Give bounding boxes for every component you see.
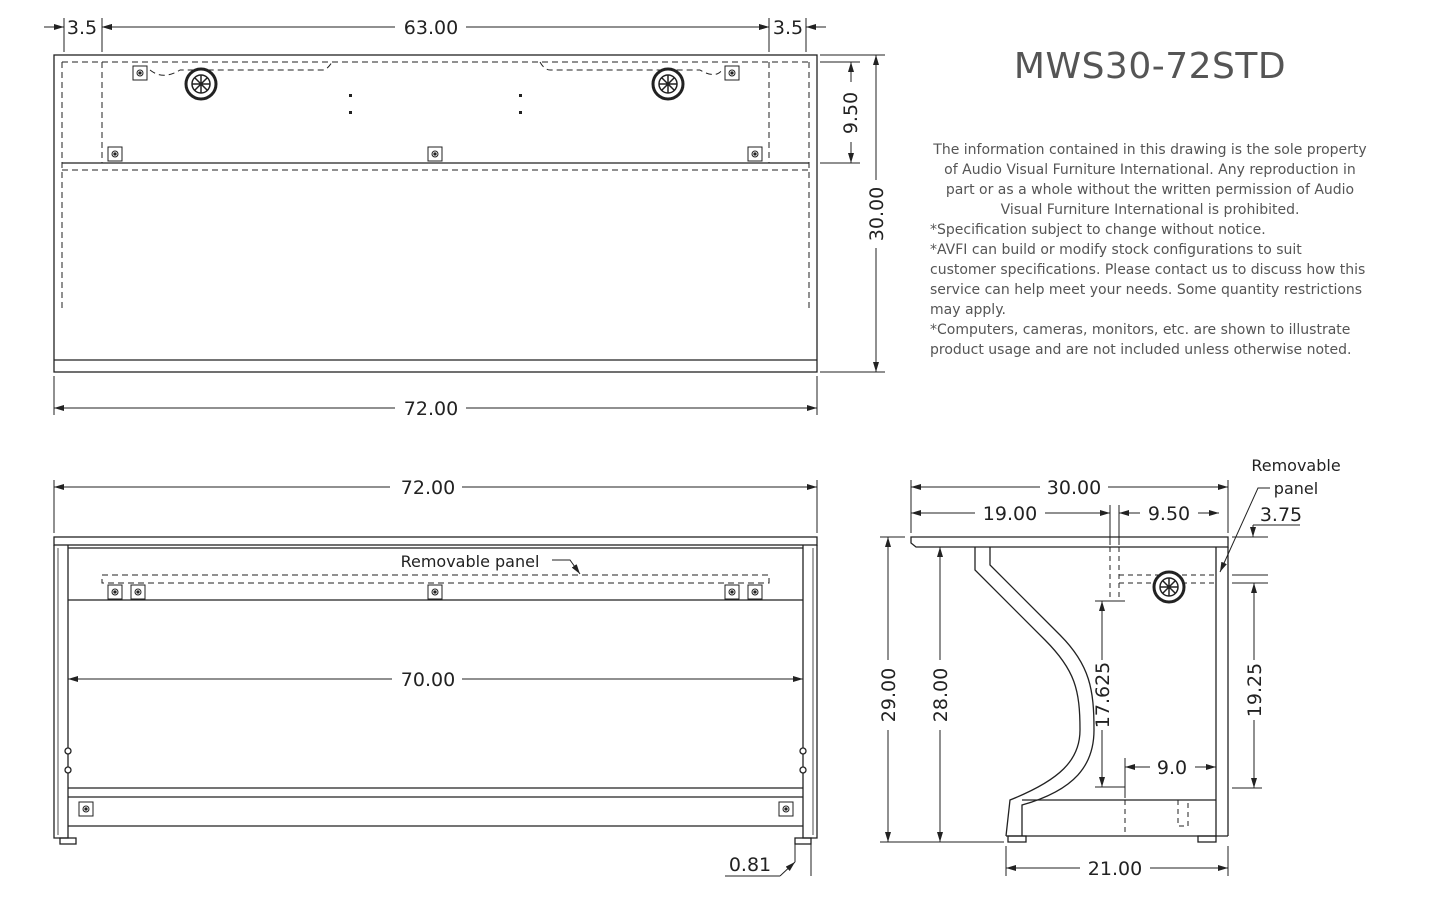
spec-change-note: *Specification subject to change without… <box>930 222 1266 238</box>
side-view-dimensions <box>880 480 1300 876</box>
model-title: MWS30-72STD <box>1013 46 1287 87</box>
side-dim-clearance: 17.625 <box>1092 662 1114 728</box>
front-bracket <box>778 801 794 817</box>
side-dim-overall-height: 29.00 <box>878 668 900 722</box>
side-dim-rear-height: 19.25 <box>1244 663 1266 717</box>
ownership-note: The information contained in this drawin… <box>933 142 1367 218</box>
side-dim-overall-depth: 30.00 <box>1047 477 1101 499</box>
dim-panel-depth: 9.50 <box>840 92 862 134</box>
drawing-notes: The information contained in this drawin… <box>930 140 1370 360</box>
dim-right-inset: 3.5 <box>773 17 803 39</box>
front-bracket <box>724 584 740 600</box>
front-bracket <box>78 801 94 817</box>
front-dim-overall-width: 72.00 <box>401 477 455 499</box>
side-dim-panel-offset: 3.75 <box>1260 504 1302 526</box>
front-view <box>53 536 818 845</box>
side-dim-panel-width: 9.50 <box>1148 503 1190 525</box>
custom-config-note: *AVFI can build or modify stock configur… <box>930 242 1366 318</box>
front-view-dimensions <box>53 480 818 877</box>
grommet-icon <box>1152 570 1186 604</box>
front-bracket <box>107 584 123 600</box>
dim-width: 72.00 <box>404 398 458 420</box>
front-dim-inner-width: 70.00 <box>401 669 455 691</box>
front-bracket <box>427 584 443 600</box>
grommet-icon <box>651 67 685 101</box>
top-view <box>53 54 818 373</box>
side-dim-base-depth: 21.00 <box>1088 858 1142 880</box>
top-bracket-tr <box>724 65 740 81</box>
dim-depth: 30.00 <box>866 187 888 241</box>
front-bracket <box>130 584 146 600</box>
side-removable-label-2: panel <box>1274 479 1318 498</box>
side-view <box>910 536 1229 843</box>
top-bracket-br <box>747 146 763 162</box>
front-bracket <box>747 584 763 600</box>
front-removable-panel-label: Removable panel <box>401 552 540 571</box>
side-removable-label-1: Removable <box>1251 456 1340 475</box>
dim-left-inset: 3.5 <box>67 17 97 39</box>
dim-center-span: 63.00 <box>404 17 458 39</box>
front-dim-leveler: 0.81 <box>729 854 771 876</box>
grommet-icon <box>184 67 218 101</box>
top-bracket-bc <box>427 146 443 162</box>
top-view-dimensions <box>44 18 885 415</box>
side-dim-work-height: 28.00 <box>930 668 952 722</box>
illustrative-note: *Computers, cameras, monitors, etc. are … <box>930 322 1352 358</box>
side-dim-shelf-depth: 9.0 <box>1157 757 1187 779</box>
side-dim-top-to-leg: 19.00 <box>983 503 1037 525</box>
top-bracket-bl <box>107 146 123 162</box>
top-bracket-tl <box>132 65 148 81</box>
